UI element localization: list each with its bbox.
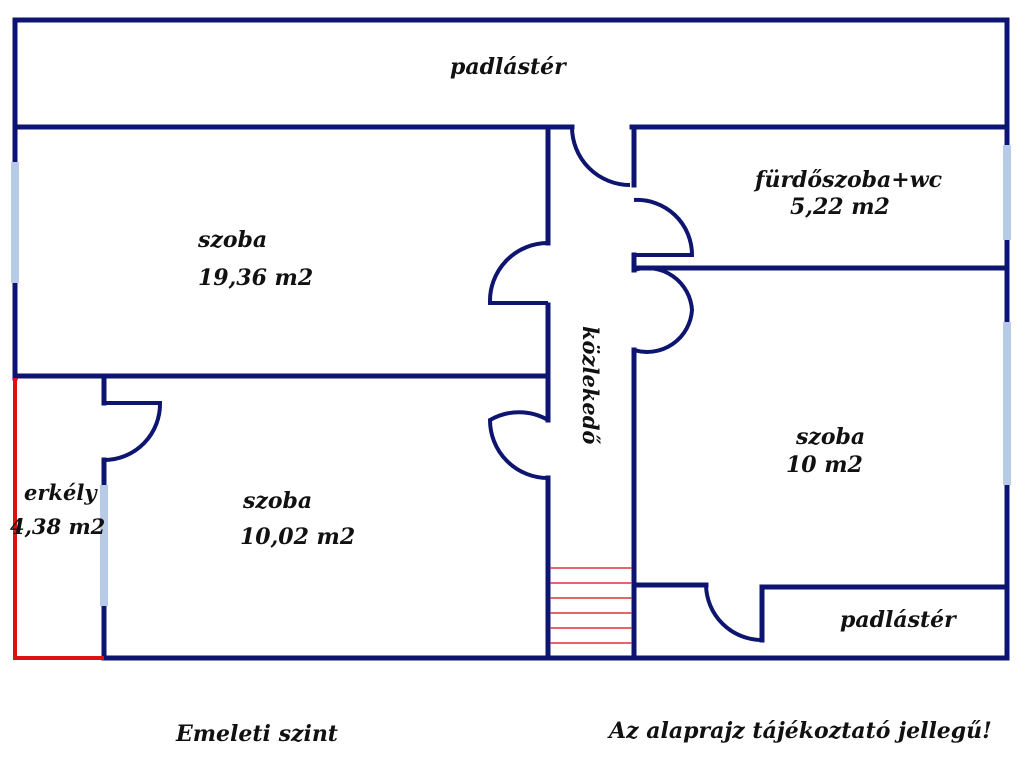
doors: [103, 126, 763, 642]
balcony-railing: [13, 378, 104, 660]
door-bottom-attic: [704, 584, 763, 642]
disclaimer-caption: Az alaprajz tájékoztató jellegű!: [607, 718, 992, 744]
room-small-area: 10,02 m2: [240, 524, 355, 550]
balcony-name: erkély: [24, 480, 98, 505]
door-big-room: [487, 241, 549, 305]
balcony-edge: [13, 378, 104, 660]
room-small-name: szoba: [242, 488, 312, 514]
windows: [11, 145, 1011, 606]
bathroom-name: fürdőszoba+wc: [753, 167, 943, 193]
door-attic: [570, 126, 631, 187]
attic-top-label: padlástér: [450, 54, 567, 80]
door-bathroom: [633, 197, 695, 257]
corridor-label: közlekedő: [578, 326, 603, 444]
door-small-room: [487, 410, 549, 480]
door-right-room: [633, 266, 695, 354]
room-right-name: szoba: [795, 424, 865, 450]
attic-bottom-label: padlástér: [840, 607, 957, 633]
room-big-name: szoba: [197, 227, 267, 253]
bathroom-area: 5,22 m2: [790, 194, 890, 220]
room-big-area: 19,36 m2: [198, 265, 313, 291]
balcony-area: 4,38 m2: [10, 514, 105, 539]
door-balcony: [103, 401, 163, 462]
room-right-area: 10 m2: [786, 452, 863, 478]
stairs: [550, 567, 632, 644]
walls: [12, 17, 1010, 661]
level-caption: Emeleti szint: [175, 721, 338, 747]
